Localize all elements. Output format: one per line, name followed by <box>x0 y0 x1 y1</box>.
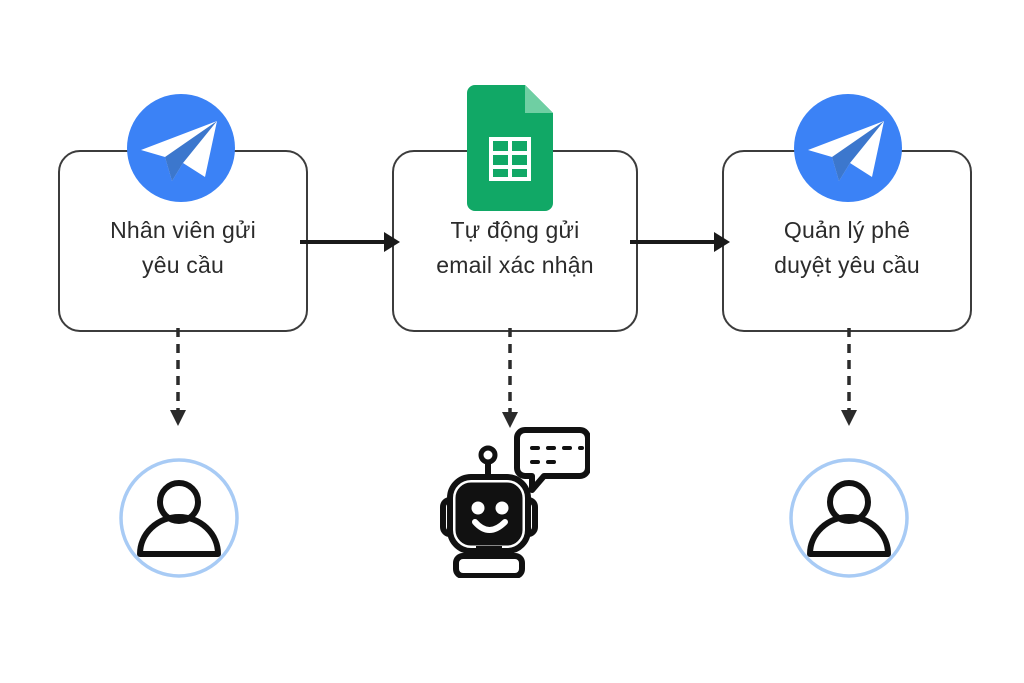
arrow-step2-to-step3 <box>630 232 730 252</box>
flow-step-label-2: Tự động gửi email xác nhận <box>436 217 594 278</box>
google-sheets-icon <box>467 85 553 211</box>
flow-step-label-3: Quản lý phê duyệt yêu cầu <box>774 217 920 278</box>
telegram-paper-plane-icon <box>127 94 235 202</box>
person-avatar-icon <box>119 458 239 578</box>
telegram-paper-plane-icon <box>794 94 902 202</box>
flow-step-label-1: Nhân viên gửi yêu cầu <box>110 217 256 278</box>
dashed-arrow-step3-to-actor3 <box>841 328 857 426</box>
arrow-step1-to-step2 <box>300 232 400 252</box>
robot-icon <box>440 427 590 578</box>
dashed-arrow-step2-to-actor2 <box>502 328 518 428</box>
person-avatar-icon <box>789 458 909 578</box>
dashed-arrow-step1-to-actor1 <box>170 328 186 426</box>
